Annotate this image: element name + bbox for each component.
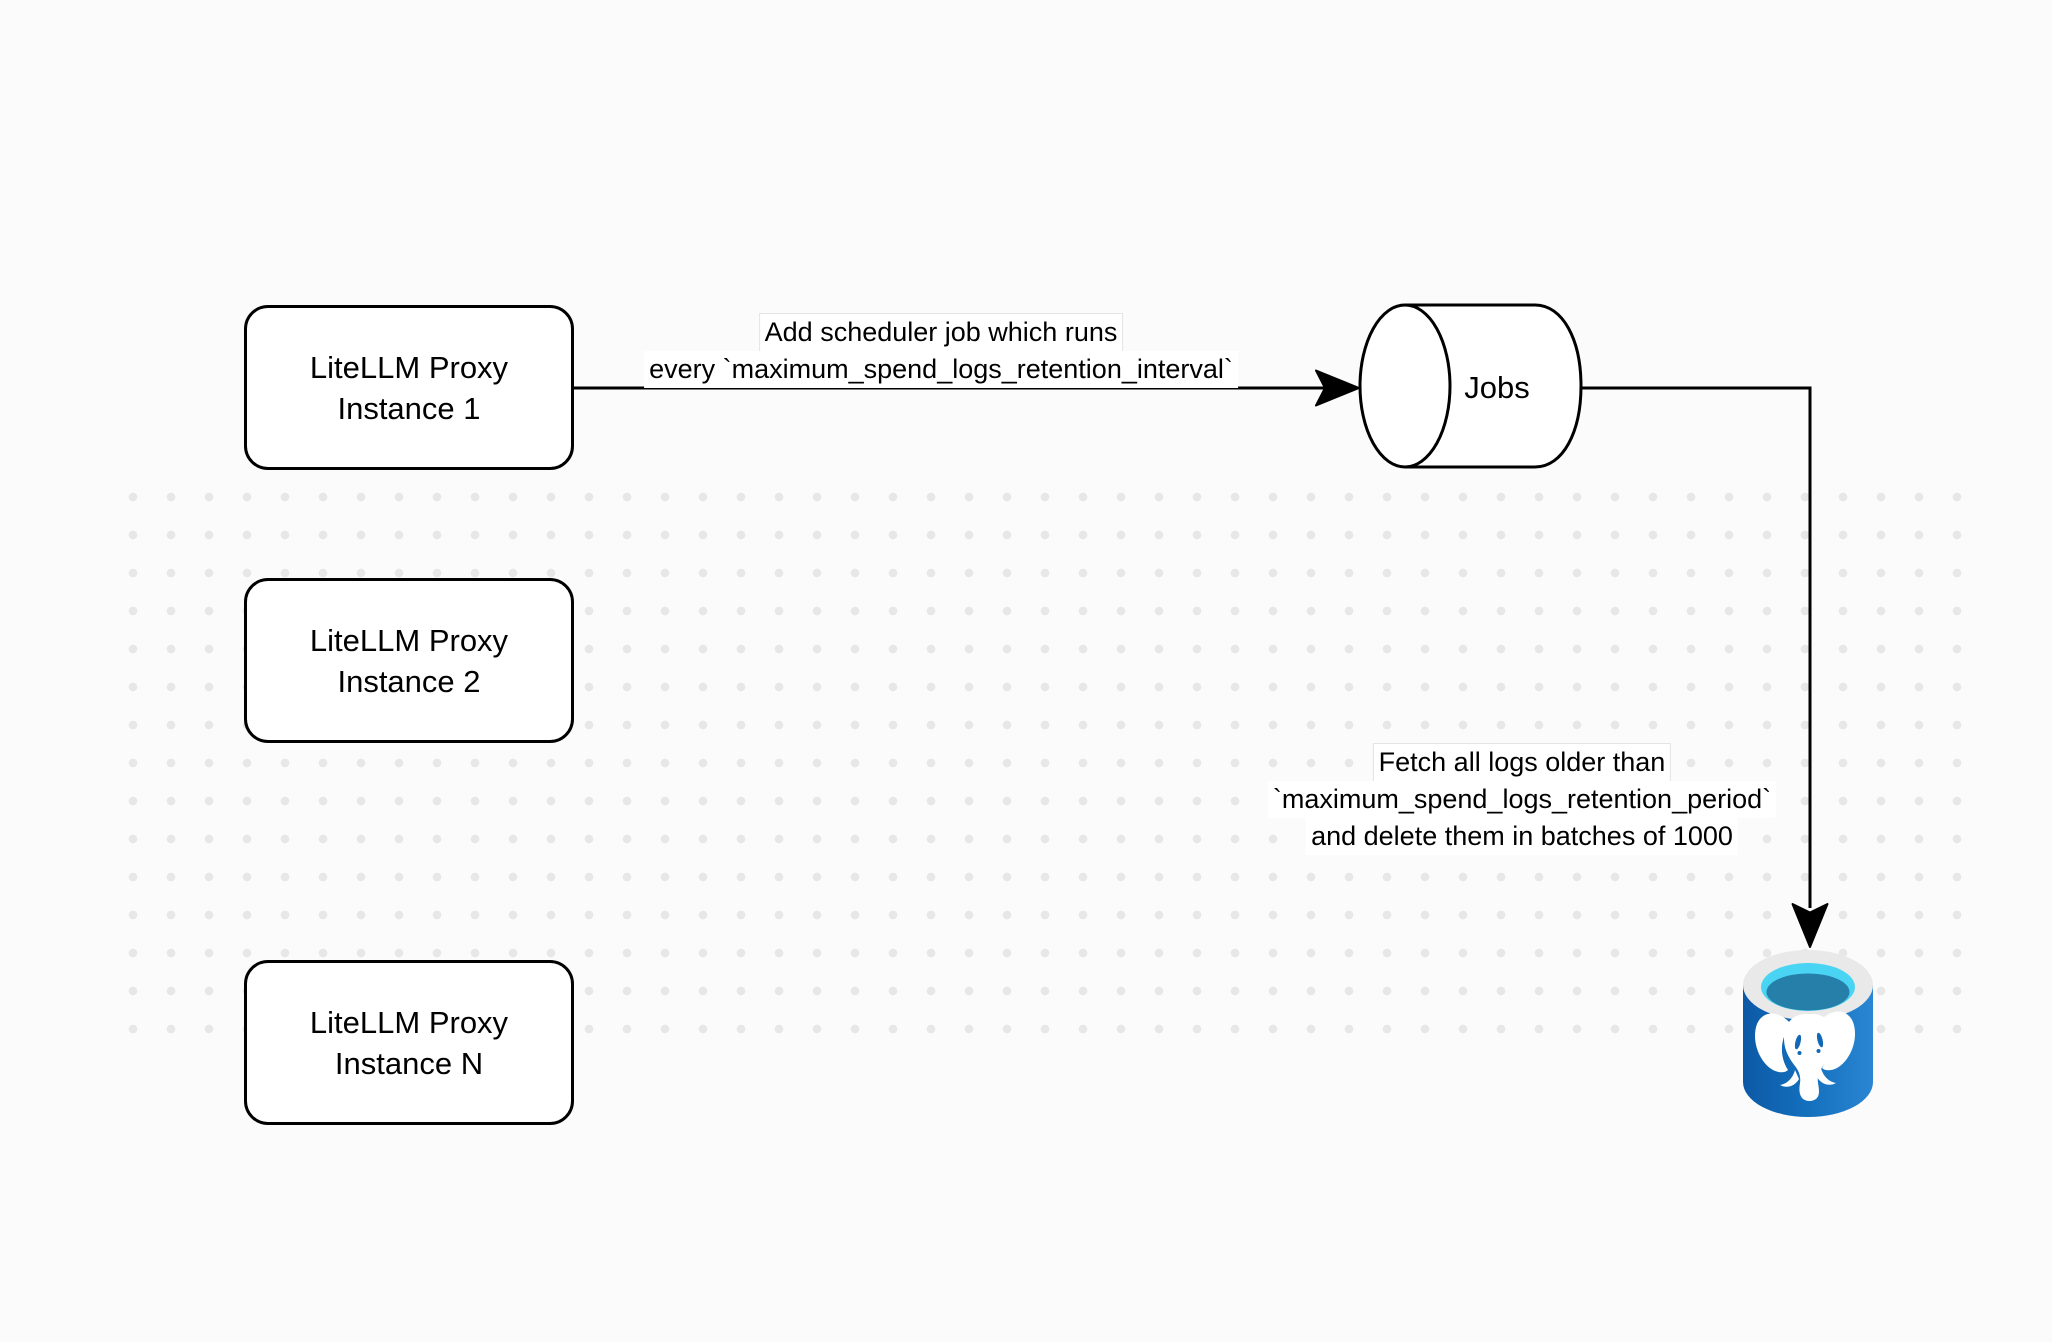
scheduler-arrow	[574, 369, 1360, 407]
node-label-line: Instance 1	[337, 390, 481, 426]
node-label-line: Instance N	[334, 1045, 484, 1081]
jobs-cylinder-shape	[1358, 303, 1583, 469]
node-litellm-proxy-instance-1: LiteLLM Proxy Instance 1	[244, 305, 574, 470]
edge-label-line: `maximum_spend_logs_retention_period`	[1267, 781, 1777, 818]
scheduler-edge-label: Add scheduler job which runs every `maxi…	[644, 313, 1238, 388]
fetch-delete-arrow	[1582, 386, 1829, 948]
jobs-cylinder-label: Jobs	[1464, 370, 1530, 405]
edge-label-line: Fetch all logs older than	[1372, 743, 1672, 782]
postgres-elephant	[1754, 1011, 1856, 1101]
node-label-line: LiteLLM Proxy	[309, 349, 509, 385]
node-litellm-proxy-instance-n: LiteLLM Proxy Instance N	[244, 960, 574, 1125]
edge-label-line: every `maximum_spend_logs_retention_inte…	[644, 351, 1238, 388]
node-label-line: Instance 2	[337, 663, 481, 699]
postgres-elephant-eyes	[1794, 1032, 1824, 1055]
postgresql-database-icon	[1743, 950, 1873, 1117]
edge-label-line: Add scheduler job which runs	[758, 313, 1124, 352]
node-litellm-proxy-instance-2: LiteLLM Proxy Instance 2	[244, 578, 574, 743]
node-label-line: LiteLLM Proxy	[309, 622, 509, 658]
fetch-delete-edge-label: Fetch all logs older than `maximum_spend…	[1267, 743, 1777, 855]
edge-label-line: and delete them in batches of 1000	[1306, 818, 1738, 855]
node-label-line: LiteLLM Proxy	[309, 1004, 509, 1040]
